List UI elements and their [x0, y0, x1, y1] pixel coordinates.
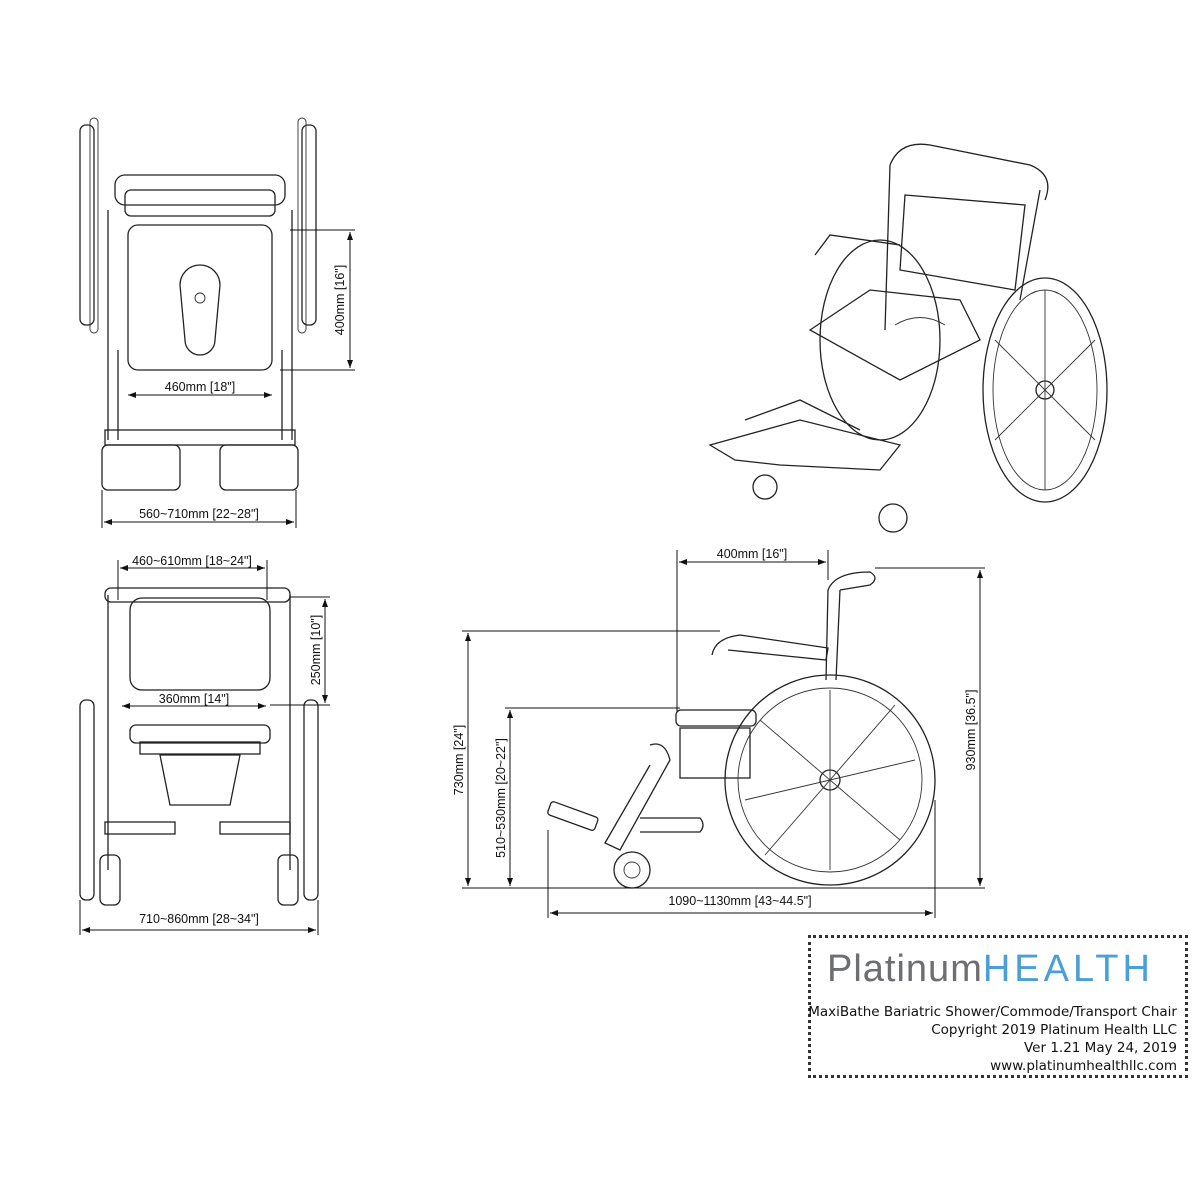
side-overall-length-label: 1090~1130mm [43~44.5"]: [668, 894, 811, 908]
front-overall-width-label: 710~860mm [28~34"]: [139, 912, 259, 926]
front-back-height-label: 250mm [10"]: [309, 615, 323, 685]
top-seat-width-label: 460mm [18"]: [165, 380, 235, 394]
title-block: PlatinumHEALTH MaxiBathe Bariatric Showe…: [808, 935, 1188, 1078]
top-depth-label: 400mm [16"]: [333, 265, 347, 335]
front-back-width-label: 460~610mm [18~24"]: [132, 554, 252, 568]
product-name: MaxiBathe Bariatric Shower/Commode/Trans…: [808, 1004, 1177, 1020]
copyright-text: Copyright 2019 Platinum Health LLC: [931, 1022, 1177, 1038]
logo-text-health: HEALTH: [982, 948, 1154, 990]
side-armrest-height-label: 730mm [24"]: [452, 725, 466, 795]
side-seat-height-label: 510~530mm [20~22"]: [494, 738, 508, 858]
front-view-drawing: [79, 560, 330, 935]
isometric-view-drawing: [708, 143, 1108, 533]
side-seat-depth-label: 400mm [16"]: [717, 547, 787, 561]
platinum-health-logo: PlatinumHEALTH: [827, 948, 1154, 991]
side-overall-height-label: 930mm [36.5"]: [964, 690, 978, 771]
top-view-drawing: [79, 117, 355, 528]
version-text: Ver 1.21 May 24, 2019: [1023, 1040, 1177, 1056]
front-inner-width-label: 360mm [14"]: [159, 692, 229, 706]
top-overall-width-label: 560~710mm [22~28"]: [139, 507, 259, 521]
website-text: www.platinumhealthllc.com: [990, 1058, 1177, 1074]
logo-text-platinum: Platinum: [827, 948, 983, 990]
side-view-drawing: [462, 550, 985, 918]
